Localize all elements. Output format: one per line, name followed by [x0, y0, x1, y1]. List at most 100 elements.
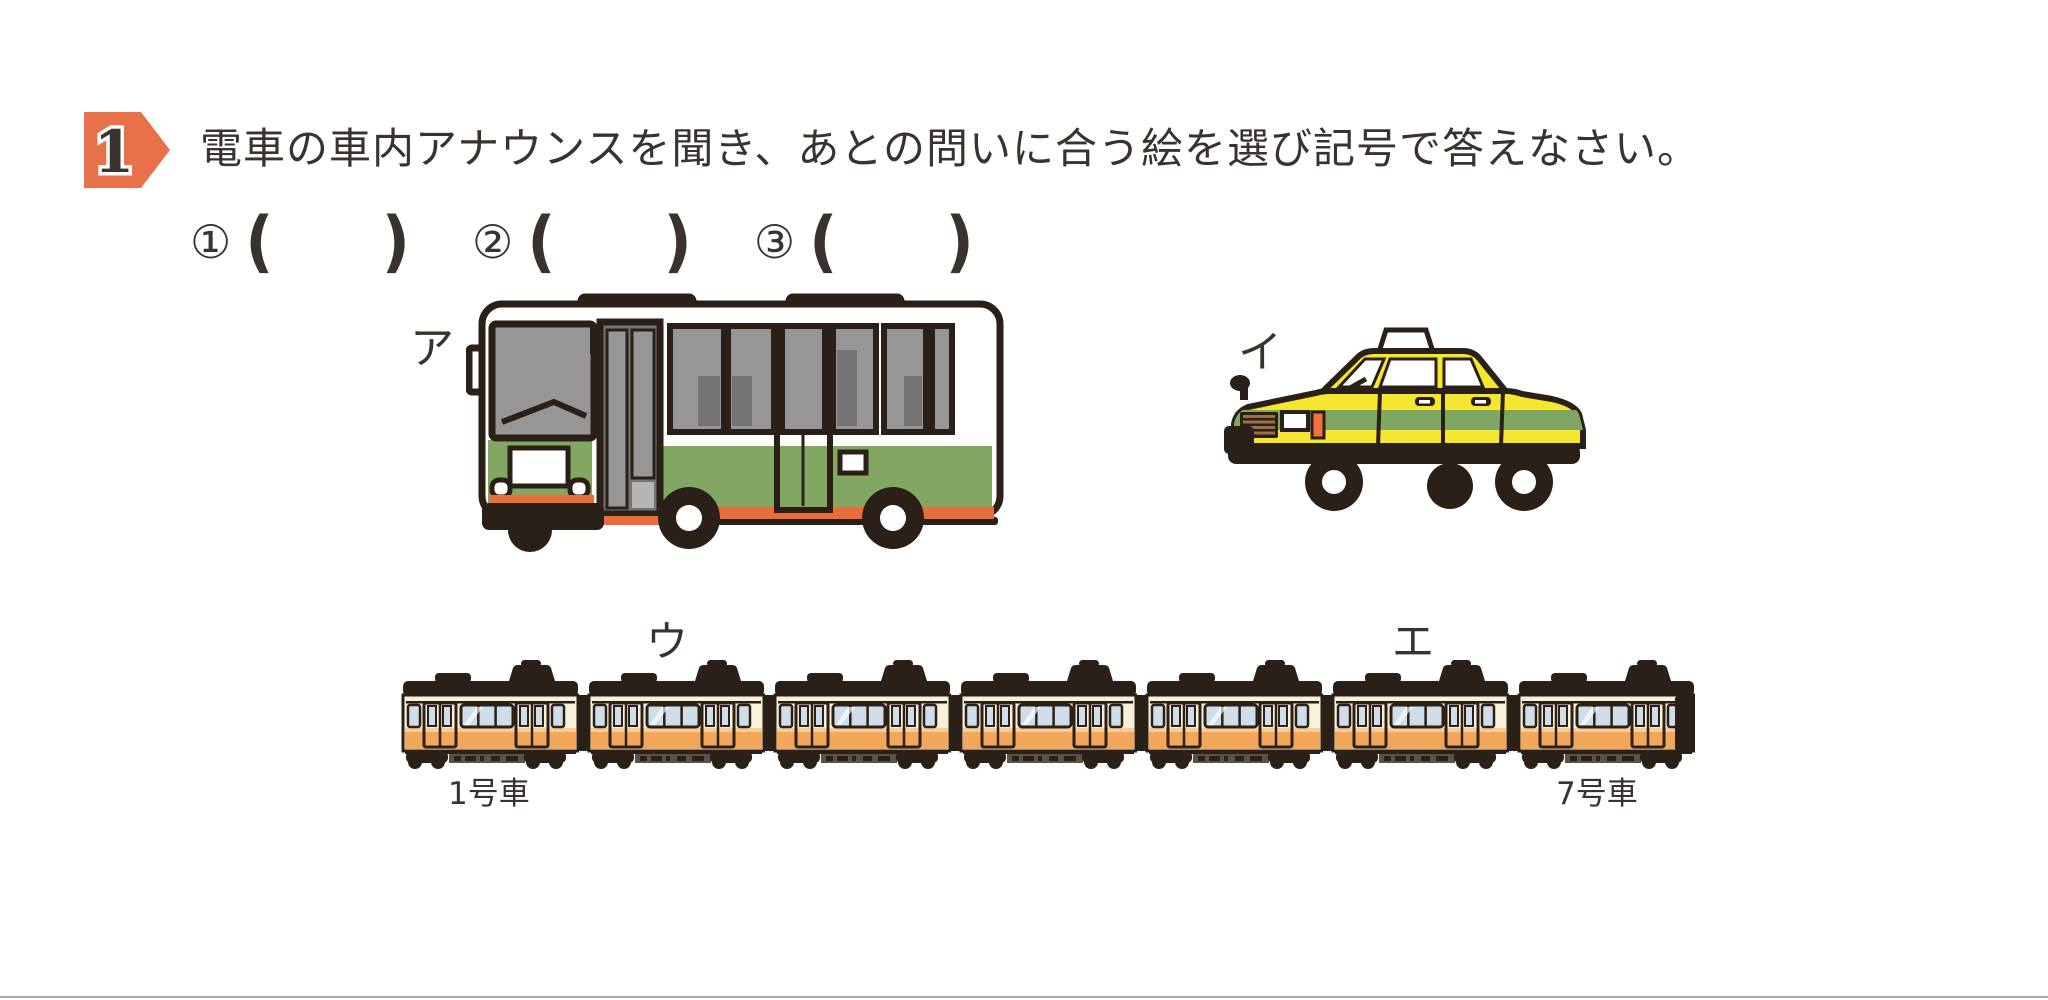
train-bogies	[964, 751, 1124, 769]
open-paren: (	[245, 202, 274, 281]
train-gangway	[579, 695, 589, 751]
open-paren: (	[527, 202, 556, 281]
taxi-headlight	[1280, 410, 1310, 432]
train-door-right	[886, 701, 922, 749]
train-roof	[775, 681, 950, 696]
taxi-orange-accent	[1310, 410, 1326, 440]
train-door-left	[422, 701, 458, 749]
close-paren: )	[663, 202, 692, 281]
bus-side-windows	[667, 323, 955, 435]
bus-marker-window	[837, 449, 869, 476]
train-car	[765, 660, 951, 769]
bus-headlight-left	[489, 477, 513, 500]
train-bogies	[406, 751, 566, 769]
taxi-mirror-icon	[1230, 375, 1368, 400]
train-bogies	[592, 751, 752, 769]
train-center-window	[1017, 703, 1073, 729]
badge-arrow-shape	[84, 112, 170, 188]
train-door-left	[608, 701, 644, 749]
train-underframe	[1521, 751, 1692, 763]
train-roof	[1333, 681, 1508, 696]
train-roof-vents-icon	[807, 660, 927, 683]
train-car	[579, 660, 765, 769]
bus-door-step	[600, 516, 662, 525]
answer-blank-number: ③	[753, 215, 796, 269]
answer-blank-number: ①	[190, 215, 232, 269]
train-underframe	[963, 751, 1134, 763]
train-bogies	[778, 751, 938, 769]
train-car	[1509, 660, 1695, 769]
answer-write-space	[556, 242, 664, 243]
question-number: 1	[94, 118, 134, 186]
train-door-right	[1444, 701, 1480, 749]
train-center-window	[1575, 703, 1631, 729]
answer-blank: ② ( )	[471, 202, 692, 281]
train-center-window	[645, 703, 701, 729]
taxi-wheels	[1305, 453, 1553, 511]
question-title: 電車の車内アナウンスを聞き、あとの問いに合う絵を選び記号で答えなさい。	[200, 124, 1700, 173]
choice-label-train-front: ウ	[646, 617, 689, 666]
bus-headlight-right	[567, 477, 591, 500]
answer-blanks-row: ① ( ) ② ( ) ③ ( )	[190, 198, 1036, 286]
train-door-right	[1072, 701, 1108, 749]
answer-write-space	[274, 242, 382, 243]
answer-blank: ① ( )	[190, 202, 410, 281]
train-door-right	[514, 701, 550, 749]
train-roof	[589, 681, 764, 696]
train-car	[401, 660, 579, 769]
train-bogies	[1522, 751, 1682, 769]
train-gangway	[1137, 695, 1147, 751]
train-roof-vents-icon	[1179, 660, 1299, 683]
answer-blank: ③ ( )	[753, 202, 974, 281]
train-illustration	[393, 655, 1695, 770]
train-roof	[961, 681, 1136, 696]
bus-destination-sign	[507, 445, 571, 489]
train-underframe	[1149, 751, 1320, 763]
question-number-badge: 1	[84, 112, 170, 188]
page-bottom-edge	[0, 996, 2048, 998]
train-door-left	[794, 701, 830, 749]
train-underframe	[405, 751, 576, 763]
bus-front-details	[482, 445, 604, 552]
train-door-right	[1258, 701, 1294, 749]
choice-label-train-rear: エ	[1392, 617, 1435, 666]
train-center-window	[459, 703, 515, 729]
answer-blank-number: ②	[471, 215, 514, 269]
train-bogies	[1150, 751, 1310, 769]
taxi-illustration	[1224, 327, 1586, 511]
train-underframe	[777, 751, 948, 763]
close-paren: )	[381, 202, 410, 281]
train-car	[951, 660, 1137, 769]
train-roof-vents-icon	[1365, 660, 1485, 683]
train-underframe	[591, 751, 762, 763]
train-bogies	[1336, 751, 1496, 769]
train-underframe	[1335, 751, 1506, 763]
train-car7-label: 7号車	[1556, 776, 1638, 812]
bus-front-door	[590, 318, 664, 525]
train-car	[1323, 660, 1509, 769]
taxi-doors	[1376, 390, 1505, 447]
train-roof-vents-icon	[993, 660, 1113, 683]
train-gangway	[1509, 695, 1519, 751]
train-roof	[403, 681, 578, 696]
bus-wheels	[658, 487, 924, 549]
train-door-left	[1352, 701, 1388, 749]
choice-label-taxi: イ	[1238, 327, 1282, 378]
train-roof	[1147, 681, 1322, 696]
train-gangway	[951, 695, 961, 751]
bus-front-orange-strip	[490, 495, 594, 506]
train-cab-end	[1675, 696, 1694, 751]
train-roof-vents-icon	[621, 660, 741, 683]
train-door-left	[1166, 701, 1202, 749]
bus-illustration	[466, 293, 1004, 552]
train-car	[1137, 660, 1323, 769]
choice-label-bus: ア	[410, 323, 454, 374]
train-center-window	[1203, 703, 1259, 729]
train-center-window	[831, 703, 887, 729]
open-paren: (	[809, 202, 838, 281]
train-door-right	[1630, 701, 1666, 749]
train-gangway	[1323, 695, 1333, 751]
train-gangway	[765, 695, 775, 751]
bus-windshield	[488, 320, 598, 442]
